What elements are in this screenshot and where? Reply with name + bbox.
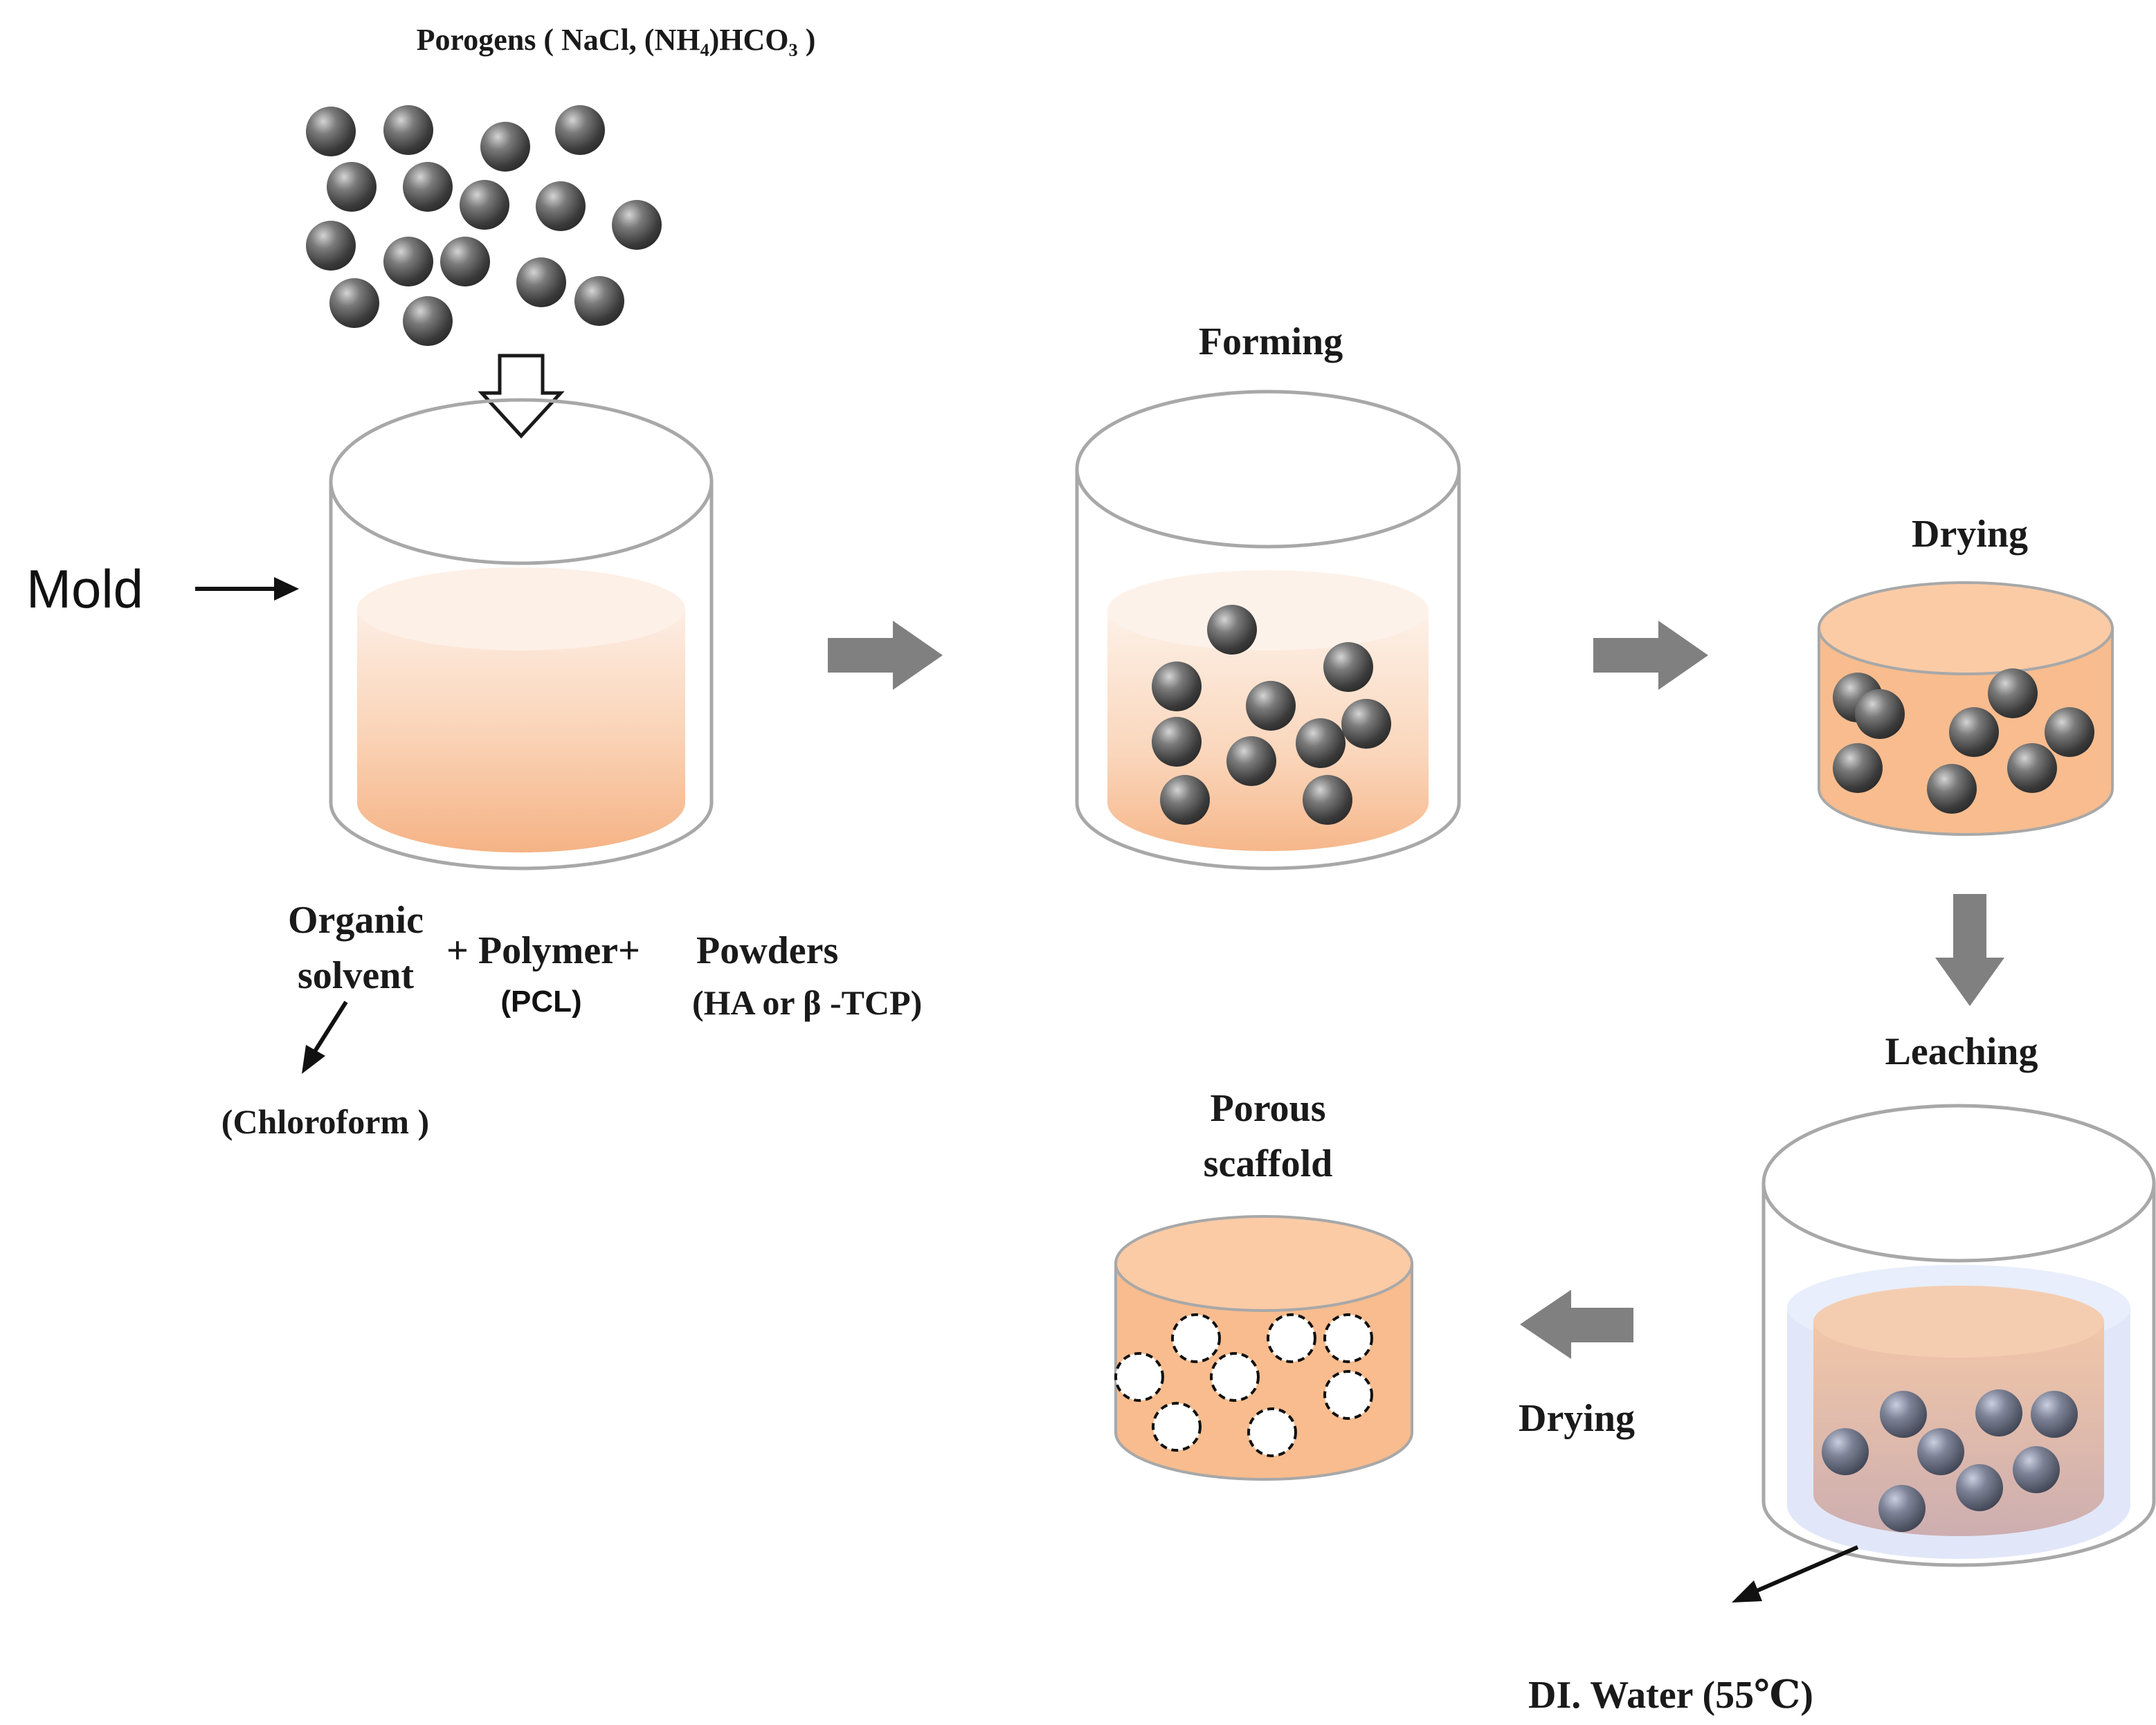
pore <box>1323 1313 1373 1363</box>
pore <box>1323 1370 1373 1420</box>
porogen-ball <box>383 105 433 155</box>
porogen-ball <box>574 276 624 326</box>
organic-solvent-label-line2: solvent <box>298 954 414 997</box>
porogen-ball <box>403 162 453 212</box>
process-arrow-left <box>1520 1290 1633 1359</box>
porogen-ball <box>1160 775 1210 825</box>
organic-solvent-label-line1: Organic <box>288 899 424 942</box>
porogen-ball <box>306 221 356 271</box>
porogen-ball <box>1975 1389 2022 1436</box>
add-porogens-arrow <box>478 354 565 439</box>
solvent-pointer-arrow <box>302 1001 348 1074</box>
porogen-ball <box>1226 736 1276 786</box>
porogen-ball <box>1152 661 1202 711</box>
porogen-ball <box>2045 707 2094 757</box>
dried-porogens <box>1833 668 2094 814</box>
pore <box>1247 1407 1297 1457</box>
porogen-ball <box>1303 775 1352 825</box>
porogen-ball <box>1927 764 1977 814</box>
di-water-label: DI. Water (55℃) <box>1528 1674 1813 1717</box>
chloroform-label: (Chloroform ) <box>221 1102 429 1141</box>
pore <box>1152 1402 1202 1452</box>
leaching-beaker <box>1761 1104 2156 1567</box>
porogen-ball <box>2007 743 2057 793</box>
process-arrow-1 <box>828 621 943 690</box>
mold-label: Mold <box>26 558 143 619</box>
ha-tcp-label: (HA or β -TCP) <box>692 983 922 1022</box>
porogens-label: Porogens ( NaCl, (NH₄)HCO₃ ) <box>417 23 816 57</box>
porogen-ball <box>1822 1428 1869 1475</box>
drying-top-label: Drying <box>1912 513 2028 556</box>
porogen-ball <box>1323 642 1373 692</box>
porogen-particles <box>306 105 662 346</box>
pore <box>1210 1352 1260 1402</box>
pore <box>1171 1313 1221 1363</box>
porogen-ball <box>460 180 509 230</box>
porogen-ball <box>480 122 530 172</box>
porogen-ball <box>1956 1464 2003 1511</box>
porogen-ball <box>1917 1428 1964 1475</box>
porous-scaffold-label-line1: Porous <box>1211 1087 1326 1130</box>
pore <box>1267 1313 1316 1363</box>
porogen-ball <box>536 181 586 231</box>
mold-beaker <box>329 398 714 870</box>
powders-label: Powders <box>696 929 838 972</box>
porogen-ball <box>1949 707 1999 757</box>
porogen-ball <box>2013 1446 2060 1493</box>
porogen-ball <box>329 278 379 328</box>
porous-scaffold-label-line2: scaffold <box>1204 1142 1333 1185</box>
leaching-porogens <box>1822 1389 2078 1532</box>
process-arrow-down <box>1935 894 2004 1006</box>
leaching-label: Leaching <box>1885 1030 2038 1073</box>
mold-pointer-arrow <box>195 577 299 601</box>
water-pointer-arrow <box>1732 1545 1859 1603</box>
porogen-ball <box>1988 668 2038 718</box>
porogen-ball <box>1878 1485 1926 1532</box>
porogen-ball <box>1855 689 1905 739</box>
porogen-ball <box>1296 718 1346 768</box>
porogen-ball <box>440 237 490 286</box>
porogen-ball <box>1880 1391 1927 1438</box>
scaffold-pores <box>1114 1313 1373 1457</box>
porogen-ball <box>306 107 356 156</box>
drying-bottom-label: Drying <box>1519 1397 1635 1440</box>
polymer-label: + Polymer+ <box>446 929 640 972</box>
porogen-ball <box>1833 743 1883 793</box>
porogen-ball <box>1341 699 1391 749</box>
porogen-ball <box>403 296 453 346</box>
process-arrow-2 <box>1593 621 1708 690</box>
porogen-ball <box>612 200 662 250</box>
porogen-ball <box>1152 717 1202 767</box>
porogen-ball <box>1207 605 1257 655</box>
porogen-ball <box>327 162 377 212</box>
pore <box>1114 1352 1164 1402</box>
pcl-label: (PCL) <box>500 985 581 1019</box>
forming-porogens <box>1152 605 1391 825</box>
porogen-ball <box>383 237 433 286</box>
porogen-ball <box>516 257 566 307</box>
forming-label: Forming <box>1199 320 1343 363</box>
forming-beaker <box>1075 390 1461 870</box>
porogen-ball <box>1246 681 1296 731</box>
porogen-ball <box>2031 1391 2078 1438</box>
porogen-ball <box>555 105 605 155</box>
